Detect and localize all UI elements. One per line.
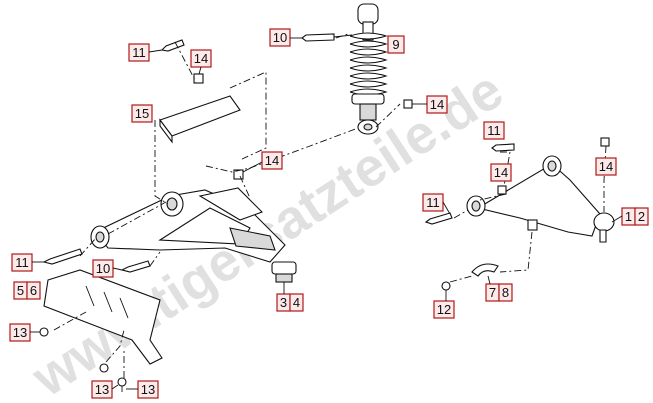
- svg-text:3: 3: [280, 295, 287, 310]
- svg-text:14: 14: [265, 153, 279, 168]
- callout-6: 6: [26, 281, 41, 300]
- nut-14-guard: [193, 73, 204, 84]
- svg-text:13: 13: [95, 382, 109, 397]
- callout-1: 1: [621, 207, 636, 226]
- svg-text:14: 14: [494, 165, 508, 180]
- svg-text:15: 15: [135, 106, 149, 121]
- screw-12: [441, 281, 451, 291]
- upper-control-arm: [466, 155, 615, 243]
- callout-14-right-arm: 14: [490, 163, 512, 182]
- callout-9: 9: [387, 35, 405, 54]
- svg-text:14: 14: [194, 51, 208, 66]
- callout-leaders: [30, 37, 623, 390]
- callout-15: 15: [131, 104, 153, 123]
- callout-7: 7: [485, 283, 500, 302]
- svg-text:11: 11: [15, 255, 29, 270]
- clip-7-8: [471, 263, 499, 277]
- callout-11-right-top: 11: [483, 121, 505, 140]
- svg-text:8: 8: [502, 285, 509, 300]
- svg-text:7: 7: [489, 285, 496, 300]
- bolt-11-left: [42, 248, 83, 265]
- callout-8: 8: [498, 283, 513, 302]
- bolt-11-right: [424, 212, 453, 225]
- svg-text:13: 13: [141, 382, 155, 397]
- svg-text:14: 14: [599, 159, 613, 174]
- callout-11-left: 11: [11, 253, 33, 272]
- svg-text:2: 2: [638, 209, 645, 224]
- bolt-10-top: [301, 33, 353, 42]
- callout-13-bottom-a: 13: [91, 380, 113, 399]
- callout-4: 4: [289, 293, 304, 312]
- bolt-11-right-top: [491, 143, 515, 152]
- nut-14-right-a: [497, 185, 507, 195]
- coil-spring: [349, 32, 388, 105]
- callout-13-left: 13: [9, 323, 31, 342]
- screw-13-b: [99, 363, 109, 373]
- callout-10-shock: 10: [269, 28, 291, 47]
- callout-14-guard: 14: [190, 49, 212, 68]
- skid-plate-5-6: [43, 269, 163, 365]
- svg-text:12: 12: [437, 302, 451, 317]
- callout-13-bottom-b: 13: [137, 380, 159, 399]
- svg-text:14: 14: [430, 97, 444, 112]
- svg-text:6: 6: [30, 283, 37, 298]
- ball-joint-3-4: [271, 261, 297, 283]
- callout-3: 3: [276, 293, 291, 312]
- callout-11-top-left: 11: [128, 43, 150, 62]
- callout-14-shock: 14: [426, 95, 448, 114]
- svg-text:10: 10: [273, 30, 287, 45]
- callout-11-right: 11: [422, 193, 444, 212]
- nut-14-shock: [403, 99, 413, 109]
- screw-13-c: [117, 377, 127, 392]
- callout-10-lower: 10: [92, 259, 114, 278]
- svg-text:11: 11: [487, 123, 501, 138]
- svg-text:1: 1: [625, 209, 632, 224]
- shock-absorber: [349, 3, 388, 135]
- callout-5: 5: [13, 281, 28, 300]
- svg-text:11: 11: [132, 45, 146, 60]
- svg-text:5: 5: [17, 283, 24, 298]
- svg-text:11: 11: [426, 195, 440, 210]
- callout-14-middle: 14: [261, 151, 283, 170]
- svg-text:10: 10: [96, 261, 110, 276]
- nut-14-right-b: [600, 137, 610, 147]
- svg-text:9: 9: [392, 37, 399, 52]
- nut-14-middle: [233, 169, 244, 180]
- svg-text:4: 4: [293, 295, 300, 310]
- bolt-10-lower: [120, 260, 151, 273]
- svg-text:13: 13: [13, 325, 27, 340]
- guard-15: [159, 95, 241, 144]
- screw-13-a: [39, 327, 49, 337]
- callout-12: 12: [433, 300, 455, 319]
- bolt-11-top: [160, 39, 185, 52]
- callout-14-right-upper: 14: [595, 157, 617, 176]
- callout-2: 2: [634, 207, 649, 226]
- lower-control-arm: [90, 187, 286, 263]
